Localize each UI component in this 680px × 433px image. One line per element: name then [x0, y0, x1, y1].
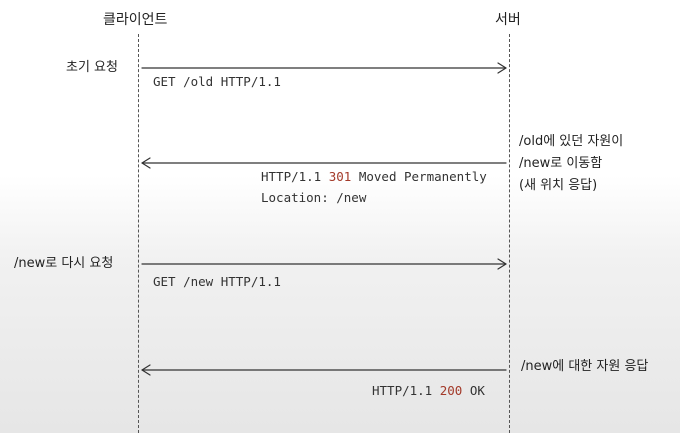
initial-request-label: 초기 요청	[66, 60, 118, 75]
response-301-prefix: HTTP/1.1	[261, 169, 329, 184]
client-lifeline	[138, 34, 139, 433]
client-label: 클라이언트	[103, 12, 168, 28]
status-code-200: 200	[439, 383, 463, 398]
response-200-prefix: HTTP/1.1	[372, 383, 440, 398]
status-code-301: 301	[328, 169, 352, 184]
server-note-line-3: (새 위치 응답)	[519, 178, 598, 193]
request-new-text: GET /new HTTP/1.1	[153, 274, 281, 289]
response-200-suffix: OK	[462, 383, 485, 398]
server-note-line-2: /new로 이동함	[519, 156, 603, 171]
request-old-text: GET /old HTTP/1.1	[153, 74, 281, 89]
arrow-response-301	[141, 157, 507, 169]
arrow-request-new	[141, 258, 507, 270]
retry-request-label: /new로 다시 요청	[14, 256, 114, 271]
arrow-request-old	[141, 62, 507, 74]
server-lifeline	[509, 34, 510, 433]
server-label: 서버	[495, 12, 521, 28]
response-301-suffix: Moved Permanently	[351, 169, 487, 184]
response-200-text: HTTP/1.1 200 OK	[372, 380, 485, 401]
server-note-2: /new에 대한 자원 응답	[521, 359, 649, 374]
response-301-text: HTTP/1.1 301 Moved Permanently	[261, 166, 487, 187]
arrow-response-200	[141, 364, 507, 376]
location-header-text: Location: /new	[261, 190, 367, 205]
server-note-line-1: /old에 있던 자원이	[519, 134, 624, 149]
